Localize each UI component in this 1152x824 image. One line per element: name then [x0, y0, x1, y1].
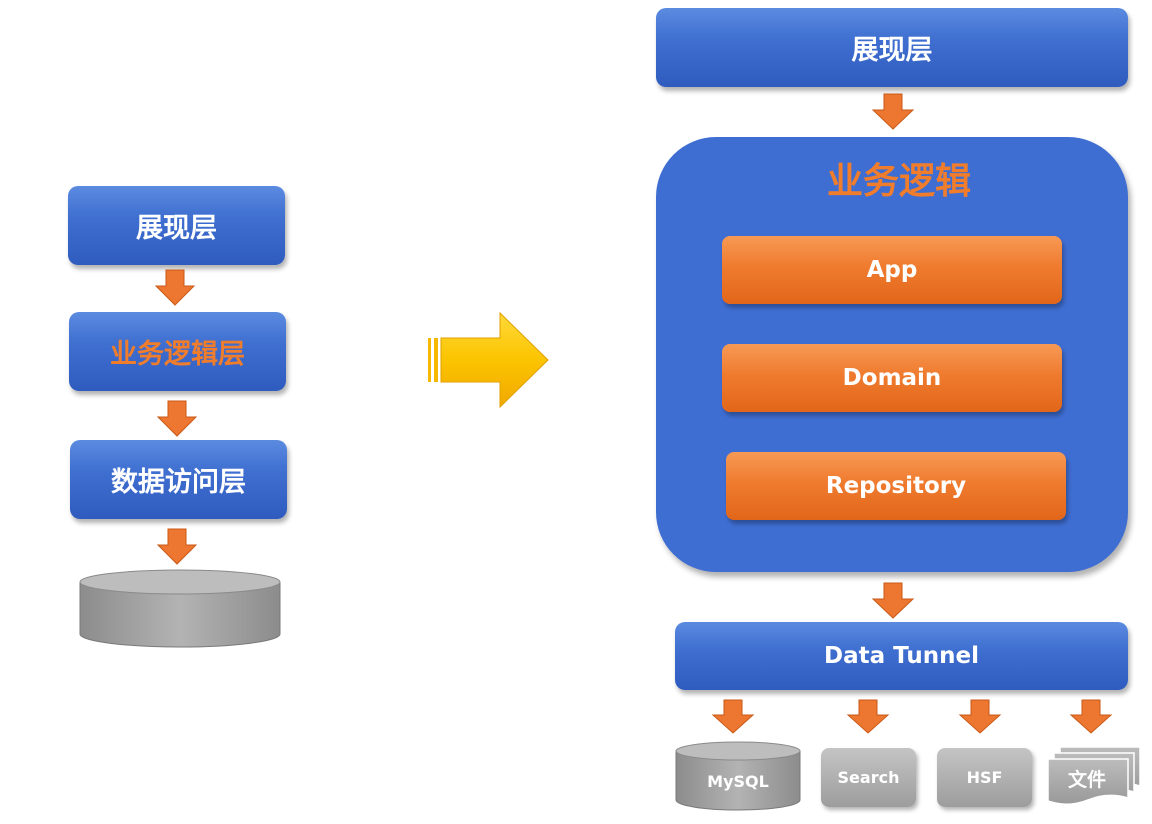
hsf-storage: HSF — [937, 748, 1032, 807]
hsf-arrow-icon — [958, 699, 1002, 734]
left-database-icon — [79, 569, 281, 648]
mysql-arrow-icon — [711, 699, 755, 734]
domain-layer: Domain — [722, 344, 1062, 412]
left-arrow-1-icon — [154, 269, 196, 306]
search-label: Search — [837, 768, 900, 787]
mysql-label-box: MySQL — [674, 763, 802, 799]
left-presentation-layer: 展现层 — [68, 186, 285, 265]
right-presentation-label: 展现层 — [851, 35, 933, 66]
right-presentation-layer: 展现层 — [656, 8, 1128, 87]
left-business-label: 业务逻辑层 — [110, 339, 245, 370]
business-logic-title: 业务逻辑 — [656, 152, 1142, 204]
mysql-label: MySQL — [707, 771, 769, 791]
file-label-box: 文件 — [1046, 760, 1128, 796]
left-arrow-3-icon — [156, 528, 198, 565]
search-arrow-icon — [846, 699, 890, 734]
repository-layer: Repository — [726, 452, 1066, 520]
repository-label: Repository — [825, 473, 967, 499]
domain-label: Domain — [842, 365, 942, 391]
app-label: App — [866, 257, 918, 283]
app-layer: App — [722, 236, 1062, 304]
data-tunnel-layer: Data Tunnel — [675, 622, 1128, 690]
search-storage: Search — [821, 748, 916, 807]
file-arrow-icon — [1069, 699, 1113, 734]
business-logic-title-label: 业务逻辑 — [826, 161, 971, 202]
left-business-layer: 业务逻辑层 — [69, 312, 286, 391]
hsf-label: HSF — [966, 768, 1003, 787]
left-data-access-layer: 数据访问层 — [70, 440, 287, 519]
mysql-database-icon — [675, 741, 801, 811]
file-documents-icon — [1047, 746, 1141, 805]
left-data-access-label: 数据访问层 — [111, 467, 246, 498]
data-tunnel-label: Data Tunnel — [824, 643, 979, 669]
right-arrow-1-icon — [871, 93, 915, 130]
right-arrow-2-icon — [871, 582, 915, 619]
transform-arrow-icon — [428, 311, 549, 409]
left-presentation-label: 展现层 — [136, 213, 217, 244]
left-arrow-2-icon — [156, 400, 198, 437]
file-label: 文件 — [1067, 768, 1106, 791]
